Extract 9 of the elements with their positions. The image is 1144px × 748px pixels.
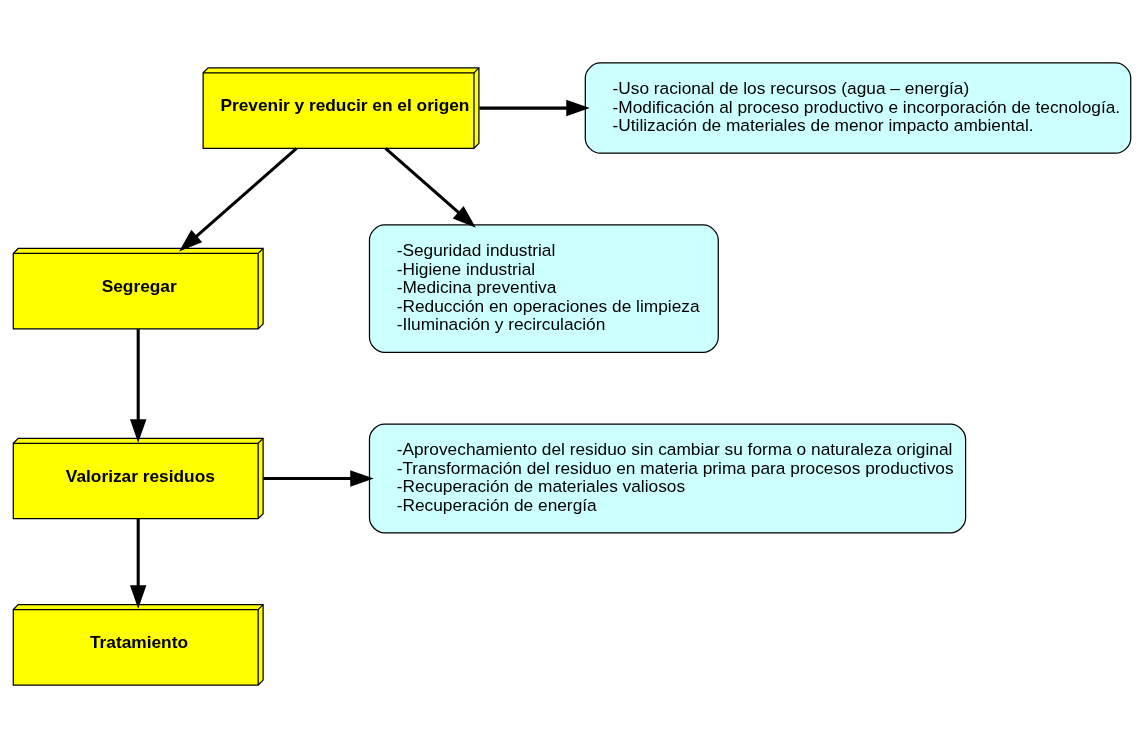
arrow bbox=[129, 519, 147, 609]
node-box: -Seguridad industrial -Higiene industrial -Medicina preventiva -Reducción en operaciones de limpieza -Iluminación y recirculación bbox=[368, 224, 719, 353]
arrow bbox=[479, 99, 590, 117]
arrow bbox=[129, 329, 147, 443]
node-box: -Uso racional de los recursos (agua – energía) -Modificación al proceso productivo e incorporación de tecnología. -Utilización de materiales de menor impacto ambiental. bbox=[584, 62, 1132, 154]
arrow bbox=[384, 147, 476, 228]
node-box: -Aprovechamiento del residuo sin cambiar su forma o naturaleza original -Transformación del residuo en materia prima para procesos productivos -Recuperación de materiales valiosos -Recuperación de energía bbox=[368, 423, 967, 534]
arrow bbox=[179, 147, 298, 252]
arrow bbox=[263, 470, 374, 487]
